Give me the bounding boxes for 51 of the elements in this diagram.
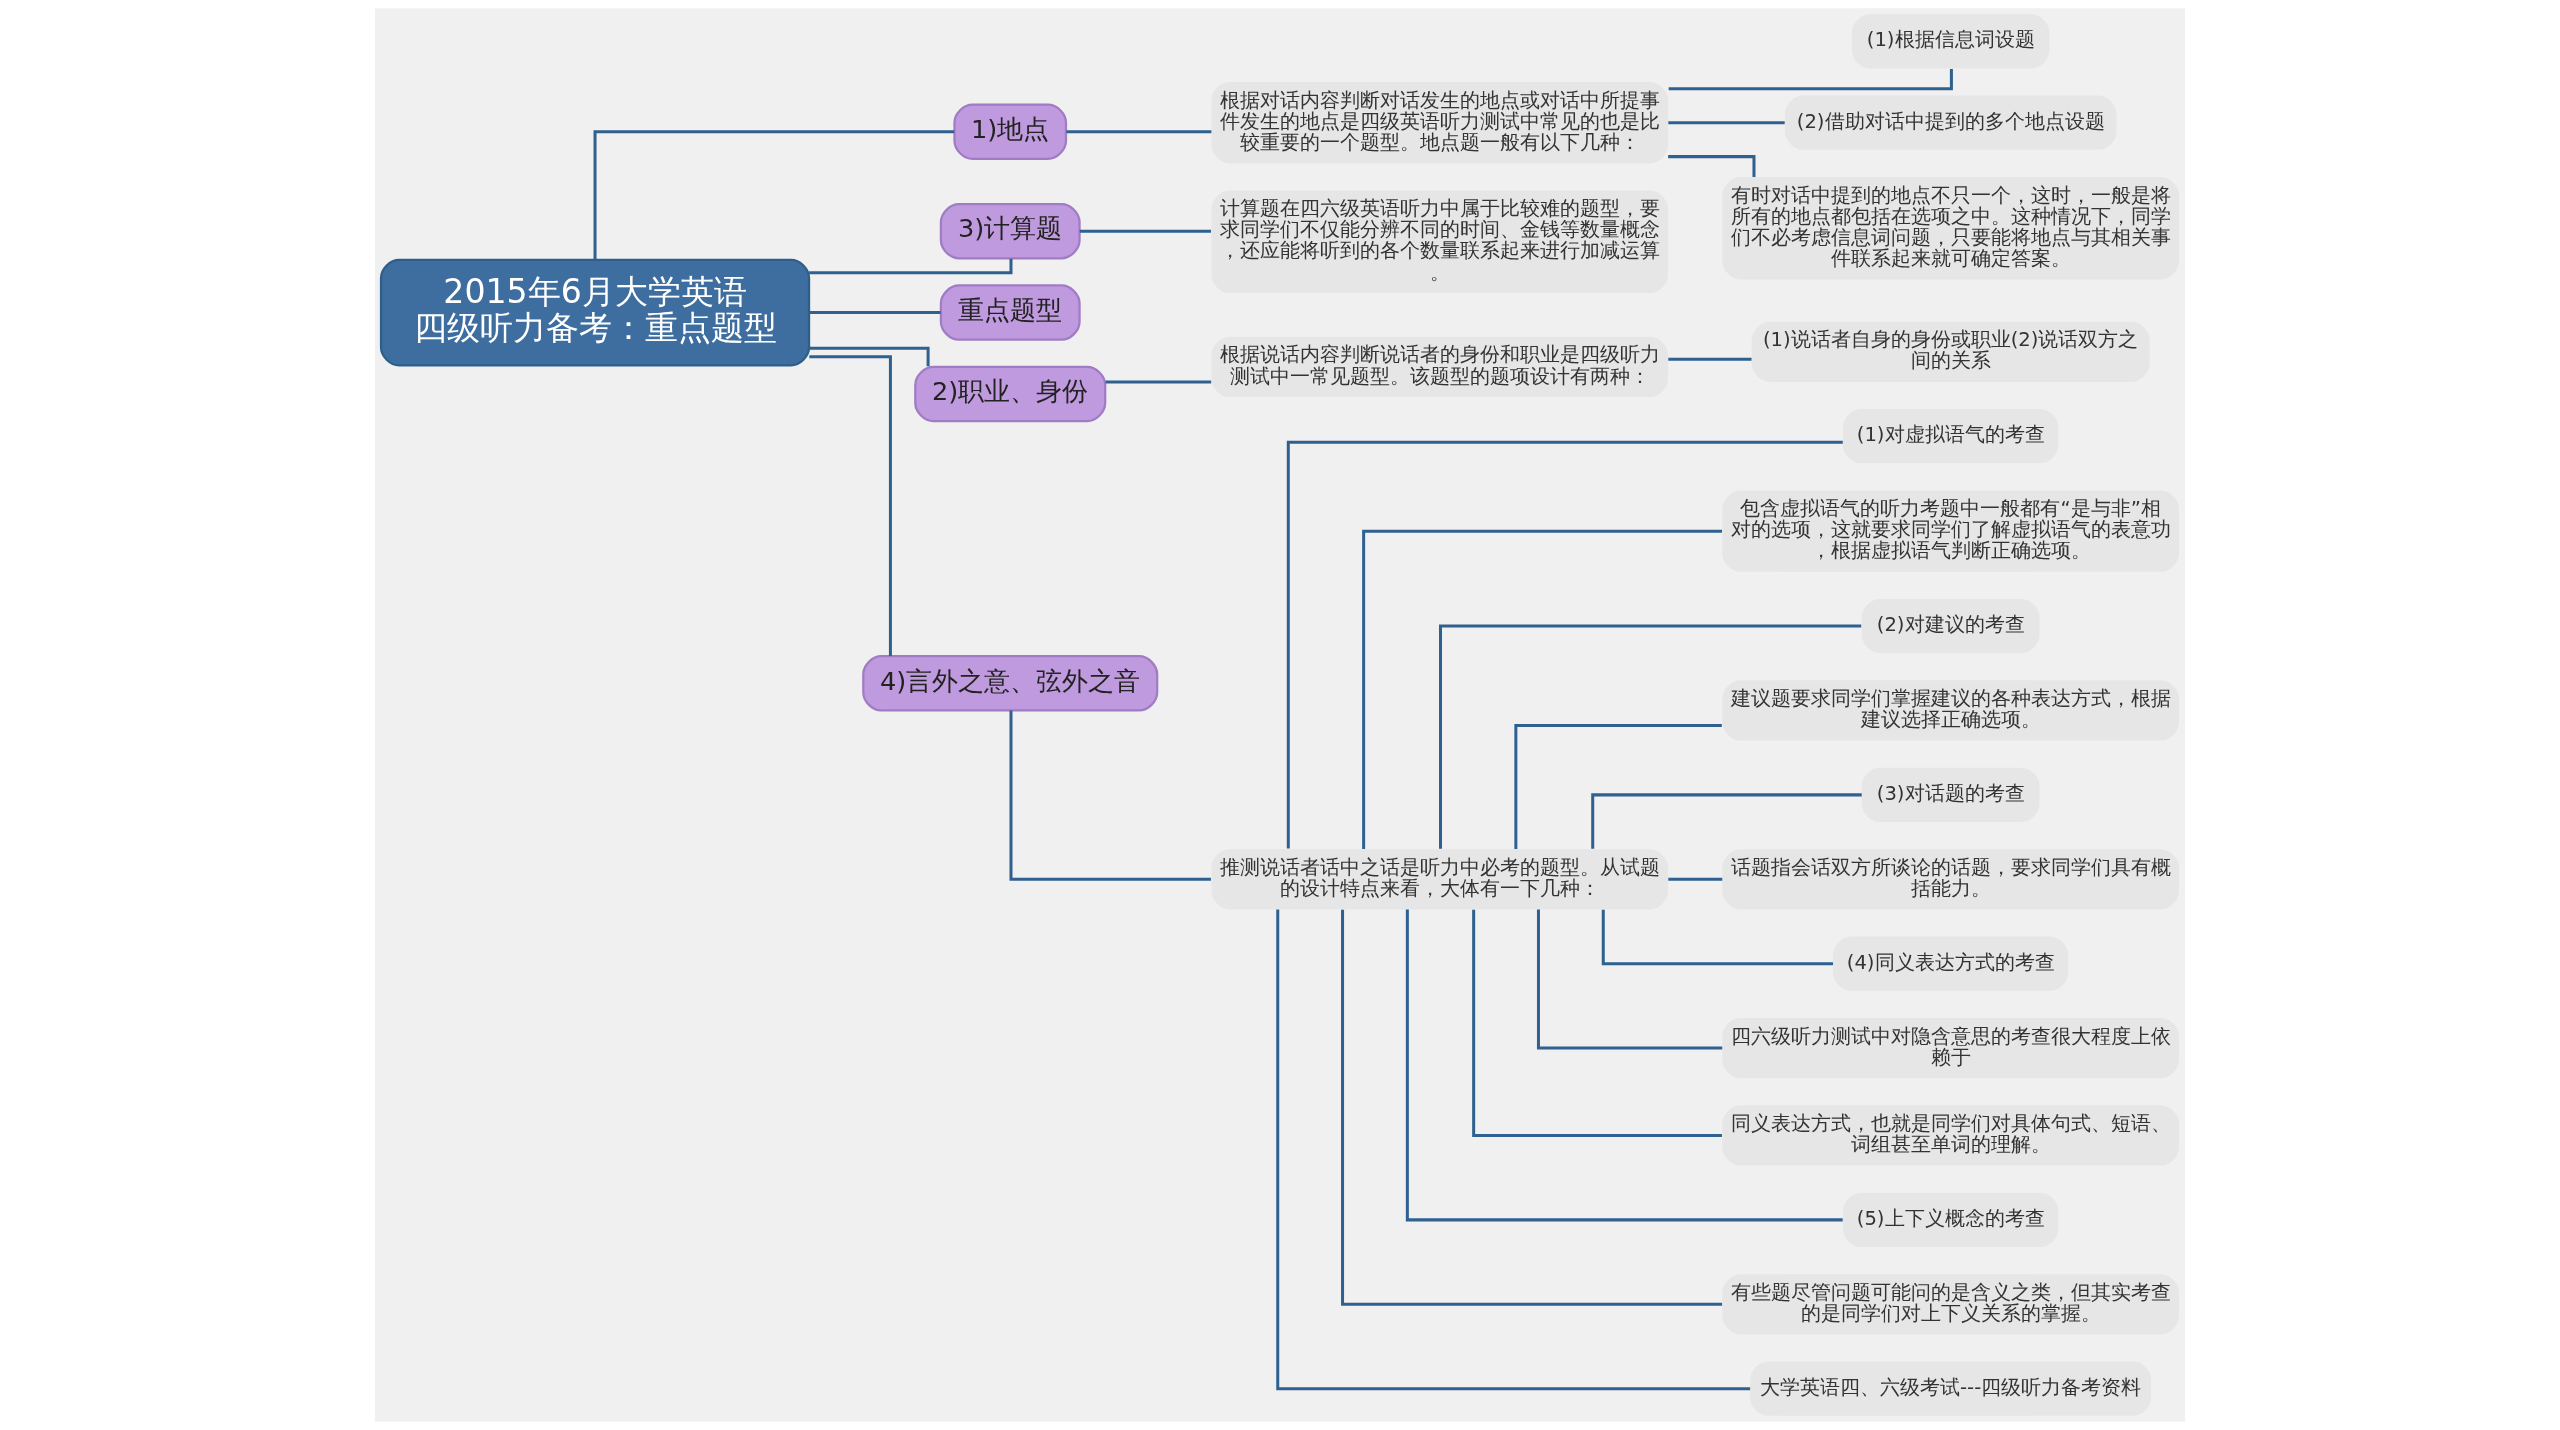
connector (1472, 909, 1722, 1137)
node-box: 话题指会话双方所谈论的话题，要求同学们具有概括能力。 (1722, 849, 2179, 910)
connector (1286, 440, 1843, 849)
connector (1668, 155, 1756, 177)
connector (1601, 909, 1834, 966)
connector (809, 258, 1013, 275)
node-box: 建议题要求同学们掌握建议的各种表达方式，根据建议选择正确选项。 (1722, 680, 2179, 741)
connector (1514, 724, 1722, 849)
node-box: 根据对话内容判断对话发生的地点或对话中所提事件发生的地点是四级英语听力测试中常见的也是比较重要的一个题型。地点题一般有以下几种： (1211, 82, 1669, 164)
node-box: 根据说话内容判断说话者的身份和职业是四级听力测试中一常见题型。该题型的题项设计有两种： (1211, 336, 1669, 397)
node-box: (5)上下义概念的考查 (1842, 1192, 2059, 1247)
node-box: 2)职业、身份 (914, 365, 1107, 423)
node-box: (3)对话题的考查 (1861, 767, 2040, 822)
node-box: 大学英语四、六级考试---四级听力备考资料 (1750, 1361, 2152, 1416)
node-box: 有时对话中提到的地点不只一个，这时，一般是将所有的地点都包括在选项之中。这种情况下，同学们不必考虑信息词问题，只要能将地点与其相关事件联系起来就可确定答案。 (1722, 176, 2179, 280)
connector (1405, 909, 1843, 1222)
node-box: 推测说话者话中之话是听力中必考的题型。从试题的设计特点来看，大体有一下几种： (1211, 849, 1669, 910)
node-box: 有些题尽管问题可能问的是含义之类，但其实考查的是同学们对上下义关系的掌握。 (1722, 1274, 2179, 1335)
connector (1668, 357, 1752, 361)
node-box: (1)说话者自身的身份或职业(2)说话双方之间的关系 (1751, 321, 2150, 382)
node-box: 3)计算题 (939, 202, 1081, 260)
node-box: (4)同义表达方式的考查 (1833, 936, 2069, 991)
connector (1668, 68, 1953, 91)
connector (809, 355, 892, 657)
node-box: 同义表达方式，也就是同学们对具体句式、短语、词组甚至单词的理解。 (1722, 1105, 2179, 1166)
node-box: (1)对虚拟语气的考查 (1842, 409, 2059, 464)
node-box: (2)借助对话中提到的多个地点设题 (1784, 95, 2117, 150)
node-box: 2015年6月大学英语四级听力备考：重点题型 (379, 258, 811, 367)
node-box: 4)言外之意、弦外之音 (862, 655, 1159, 712)
connector (1341, 909, 1723, 1306)
connector (1536, 909, 1723, 1050)
node-box: 四六级听力测试中对隐含意思的考查很大程度上依赖于 (1722, 1017, 2179, 1079)
connector (809, 311, 941, 315)
connector (1668, 121, 1785, 125)
node-box: (1)根据信息词设题 (1851, 14, 2050, 69)
node-box: 包含虚拟语气的听力考题中一般都有“是与非”相对的选项，这就要求同学们了解虚拟语气的表意功，根据虚拟语气判断正确选项。 (1722, 490, 2179, 572)
connector (1668, 877, 1723, 881)
connector (1079, 229, 1211, 233)
connector (1439, 624, 1862, 849)
node-box: (2)对建议的考查 (1861, 598, 2040, 654)
node-box: 1)地点 (953, 103, 1068, 160)
connector (1362, 529, 1722, 849)
connector (1066, 130, 1212, 134)
connector (809, 346, 930, 367)
connector (1276, 909, 1751, 1391)
connector (1591, 793, 1862, 849)
connector (1009, 710, 1211, 881)
connector (593, 130, 955, 260)
node-box: 重点题型 (939, 284, 1081, 341)
node-box: 计算题在四六级英语听力中属于比较难的题型，要求同学们不仅能分辨不同的时间、金钱等数量概念，还应能将听到的各个数量联系起来进行加减运算。 (1211, 190, 1669, 293)
connector (1105, 380, 1212, 384)
